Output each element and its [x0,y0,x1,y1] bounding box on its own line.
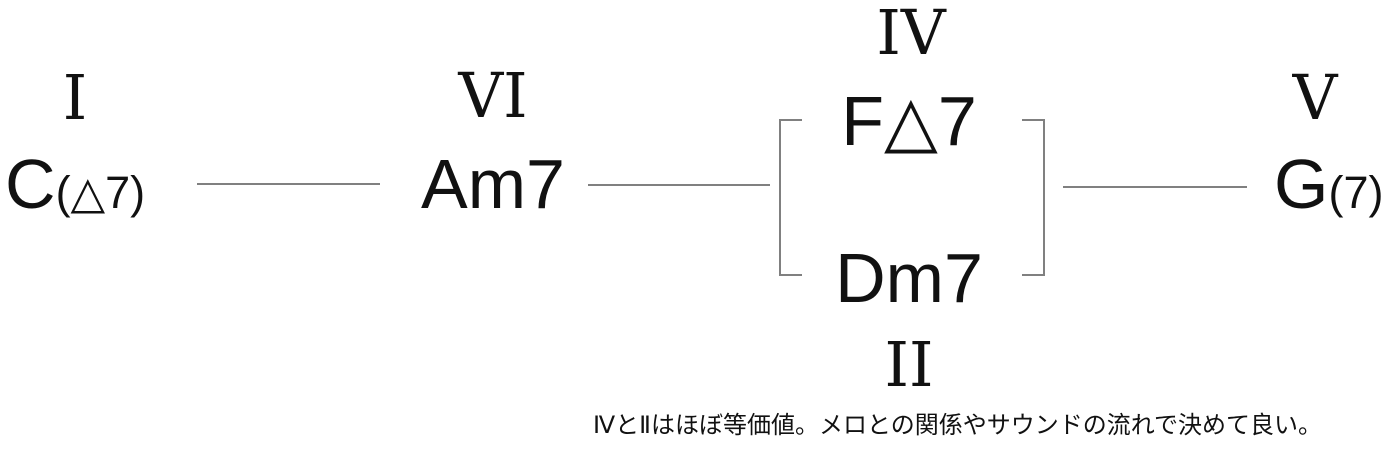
caption-note: ⅣとⅡはほぼ等価値。メロとの関係やサウンドの流れで決めて良い。 [593,412,1322,439]
connector-line-submediant-bracket [588,184,770,186]
connector-line-bracket-dominant [1063,186,1247,188]
chord-dominant: G(7) [1274,149,1382,219]
numeral-tonic: I [62,61,88,134]
connector-line-tonic-submediant [197,183,380,185]
chord-supertonic: Dm7 [835,239,983,317]
numeral-supertonic: II [884,328,934,401]
chord-dominant-root: G [1274,145,1329,223]
chord-subdominant: F△7 [841,82,977,160]
chord-tonic: C(△7) [5,149,145,219]
chord-dominant-suffix: (7) [1328,167,1382,218]
chord-tonic-suffix: (△7) [55,167,146,218]
numeral-subdominant: IV [876,0,946,69]
chord-submediant: Am7 [421,145,565,223]
numeral-dominant: V [1292,61,1338,134]
bracket-left-icon [779,119,802,276]
bracket-right-icon [1022,119,1045,276]
chord-tonic-root: C [5,145,56,223]
numeral-submediant: VI [458,59,528,132]
